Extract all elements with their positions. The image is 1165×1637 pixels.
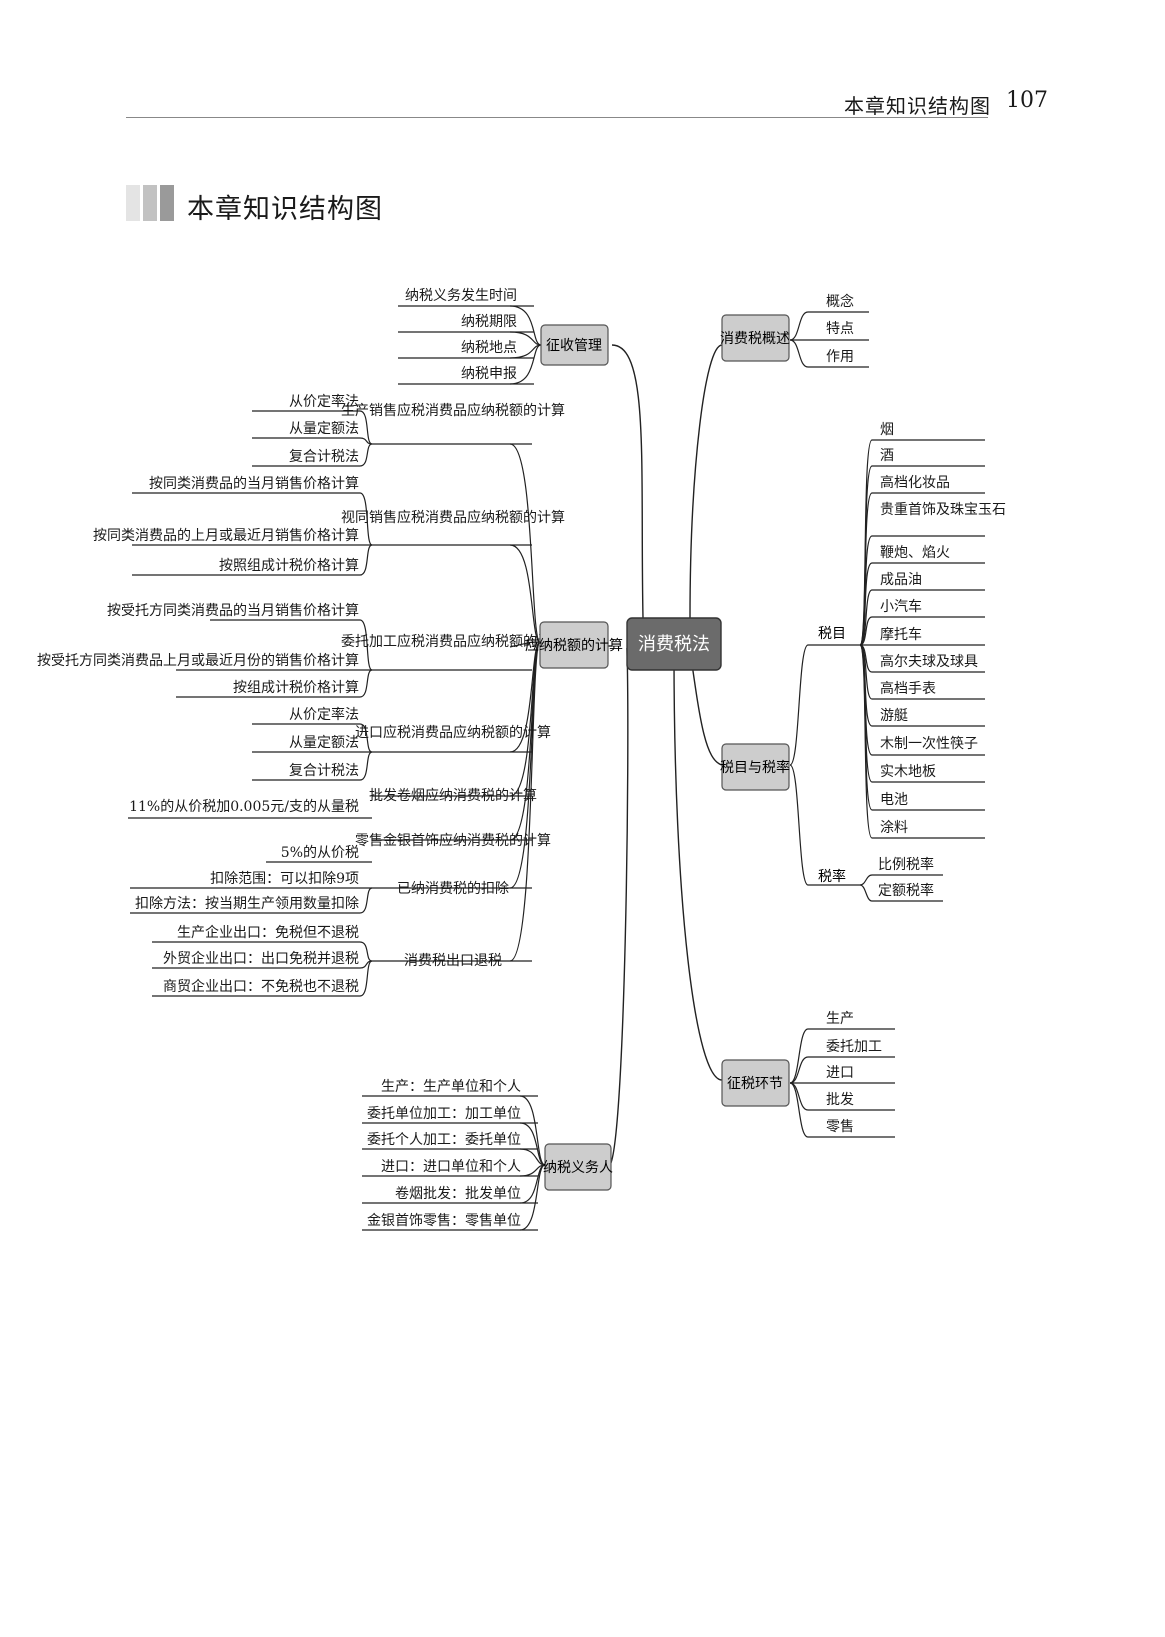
tax-item: 摩托车	[880, 626, 922, 643]
node-taxpayer	[544, 1143, 612, 1191]
items-rates-links	[789, 439, 985, 902]
group-tax-items-label: 税目	[818, 626, 846, 642]
calc-item: 商贸企业出口：不免税也不退税	[163, 978, 359, 995]
tax-rate-item: 比例税率	[878, 856, 934, 873]
group-tax-rates-label: 税率	[818, 868, 846, 885]
calc-item: 复合计税法	[289, 448, 359, 465]
collection-item: 纳税义务发生时间	[405, 288, 517, 304]
title-bar-dark	[160, 185, 174, 221]
calc-item: 从价定率法	[289, 393, 359, 410]
calc-item: 从量定额法	[289, 735, 359, 751]
node-tax-calculation-label: 应纳税额的计算	[525, 637, 623, 654]
collection-item: 纳税期限	[461, 314, 517, 330]
calc-links	[128, 410, 541, 997]
tax-item: 贵重首饰及珠宝玉石	[880, 502, 1006, 518]
node-root-label: 消费税法	[638, 634, 710, 655]
overview-item: 作用	[826, 349, 854, 365]
chapter-title: 本章知识结构图	[187, 194, 383, 225]
node-overview	[721, 314, 790, 362]
overview-item: 特点	[826, 321, 854, 337]
tax-item: 高档化妆品	[880, 474, 950, 491]
node-tax-stages	[721, 1059, 790, 1107]
node-items-and-rates-label: 税目与税率	[720, 759, 790, 776]
tax-item: 成品油	[880, 572, 922, 588]
taxpayer-item: 进口：进口单位和个人	[381, 1159, 521, 1175]
calc-item: 11%的从价税加0.005元/支的从量税	[129, 799, 359, 815]
tax-item: 实木地板	[880, 764, 936, 780]
stage-item: 委托加工	[826, 1039, 882, 1055]
overview-item: 概念	[826, 293, 854, 310]
tax-item: 高尔夫球及球具	[880, 653, 978, 670]
tax-item: 游艇	[880, 708, 908, 724]
collection-item: 纳税地点	[461, 340, 517, 356]
node-collection-management-label: 征收管理	[546, 338, 602, 354]
tax-item: 涂料	[880, 820, 908, 836]
collection-item: 纳税申报	[461, 366, 517, 382]
stage-item: 进口	[826, 1065, 854, 1081]
stage-item: 批发	[826, 1092, 854, 1108]
page-header-title: 本章知识结构图	[844, 94, 991, 118]
calc-group-label: 进口应税消费品应纳税额的计算	[355, 724, 551, 741]
node-tax-stages-label: 征税环节	[727, 1076, 783, 1092]
tax-item: 高档手表	[880, 680, 936, 697]
calc-item: 按同类消费品的当月销售价格计算	[149, 476, 359, 492]
calc-group-label: 批发卷烟应纳消费税的计算	[369, 787, 537, 804]
stage-item: 生产	[826, 1011, 854, 1027]
node-tax-calculation	[539, 621, 609, 669]
tax-item: 鞭炮、焰火	[880, 545, 950, 561]
node-items-and-rates	[721, 743, 790, 791]
collection-links	[398, 305, 542, 385]
calc-group-label: 已纳消费税的扣除	[397, 881, 509, 897]
tax-item: 小汽车	[880, 598, 922, 615]
calc-item: 按同类消费品的上月或最近月销售价格计算	[93, 528, 359, 544]
taxpayer-item: 委托单位加工：加工单位	[367, 1106, 521, 1122]
node-taxpayer-label: 纳税义务人	[543, 1160, 613, 1176]
tax-item: 电池	[880, 792, 908, 808]
stage-item: 零售	[826, 1119, 854, 1135]
node-collection-management	[540, 324, 609, 366]
calc-group-label: 消费税出口退税	[404, 953, 502, 969]
calc-item: 扣除范围：可以扣除9项	[210, 870, 359, 887]
page-number: 107	[1006, 88, 1048, 113]
tax-item-text: 贵重首饰及珠宝玉石	[880, 502, 1006, 518]
calc-item: 5%的从价税	[281, 845, 359, 861]
taxpayer-item: 卷烟批发：批发单位	[395, 1186, 521, 1202]
tax-rate-item: 定额税率	[878, 882, 934, 899]
tax-item: 酒	[880, 448, 894, 464]
stages-links	[789, 1028, 895, 1138]
taxpayer-links	[362, 1095, 546, 1231]
node-root	[626, 617, 722, 671]
taxpayer-item: 金银首饰零售：零售单位	[367, 1213, 521, 1229]
calc-item: 按照组成计税价格计算	[219, 558, 359, 574]
title-bar-mid	[143, 185, 157, 221]
title-bar-light	[126, 185, 140, 221]
calc-group-label: 视同销售应税消费品应纳税额的计算	[341, 509, 565, 526]
calc-item: 从价定率法	[289, 706, 359, 723]
calc-group-label-text: 生产销售应税消费品应纳税额的计算	[341, 402, 565, 419]
calc-item: 按组成计税价格计算	[233, 680, 359, 696]
overview-links	[789, 311, 869, 368]
node-overview-label: 消费税概述	[720, 331, 790, 347]
calc-item: 复合计税法	[289, 762, 359, 779]
calc-item: 从量定额法	[289, 421, 359, 437]
header-rule	[126, 117, 988, 118]
calc-group-label: 生产销售应税消费品应纳税额的计算	[341, 402, 565, 419]
calc-group-label: 委托加工应税消费品应纳税额的计算	[341, 633, 565, 650]
calc-item: 扣除方法：按当期生产领用数量扣除	[135, 896, 359, 912]
calc-group-label: 零售金银首饰应纳消费税的计算	[355, 832, 551, 849]
taxpayer-item: 委托个人加工：委托单位	[367, 1132, 521, 1148]
tax-item: 木制一次性筷子	[880, 735, 978, 752]
root-connectors	[606, 344, 723, 1166]
calc-item: 外贸企业出口：出口免税并退税	[163, 950, 359, 967]
taxpayer-item: 生产：生产单位和个人	[381, 1079, 521, 1095]
calc-item: 生产企业出口：免税但不退税	[177, 924, 359, 941]
tax-item: 烟	[880, 422, 894, 438]
calc-item: 按受托方同类消费品上月或最近月份的销售价格计算	[37, 653, 359, 669]
calc-item: 按受托方同类消费品的当月销售价格计算	[107, 603, 359, 619]
